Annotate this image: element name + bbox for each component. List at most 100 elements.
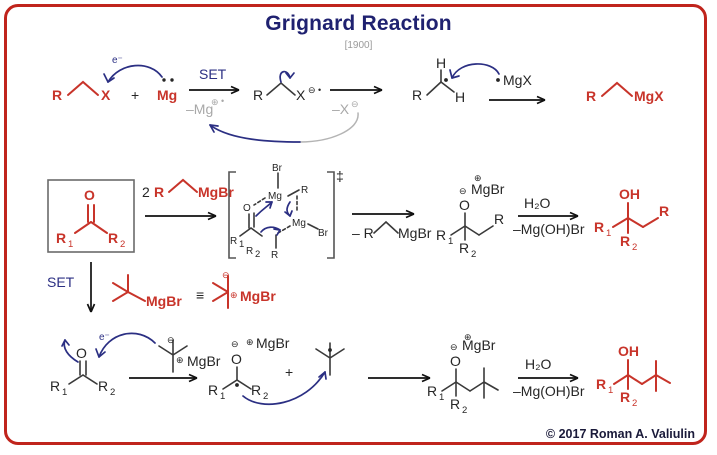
row3-tBuMgBr-label: MgBr [146, 293, 182, 309]
row4-carbanion-charge: ⊖ [167, 335, 175, 345]
row4-alkoxide-minuscharge: ⊖ [450, 342, 458, 352]
row4-alkoxide-pluscharge: ⊕ [464, 332, 472, 342]
ts-R1: R [230, 236, 237, 247]
row4-ketyl-pluscharge: ⊕ [246, 337, 254, 347]
poster-border [4, 4, 707, 445]
ts-Br-bottom: Br [318, 228, 329, 239]
row1-int1-R: R [253, 87, 263, 103]
row4-tbu-radical-dot [328, 348, 332, 352]
row2-R1-sub: 1 [68, 239, 73, 250]
row2-R2-sub: 2 [120, 239, 125, 250]
row1-carbon-radical-dot [444, 78, 448, 82]
row4-ketyl-MgBr: MgBr [256, 335, 290, 351]
row2-alkoxide-R2: R [459, 240, 469, 256]
row1-int1-charge: ⊖ [308, 85, 316, 95]
row2-alkoxide-minuscharge: ⊖ [459, 186, 467, 196]
row3-ionic-MgBr: MgBr [240, 288, 276, 304]
row4-R1-sub: 1 [62, 387, 67, 398]
row1-int2-R: R [412, 87, 422, 103]
ts-R1-sub: 1 [239, 239, 244, 250]
row4-ketyl-R1sub: 1 [220, 391, 225, 402]
row2-workup-reagent: H₂O [524, 195, 551, 211]
row4-alkoxide-R2sub: 2 [462, 405, 467, 416]
ts-Mg-bottom: Mg [292, 218, 306, 229]
row2-loss-label: – R [352, 225, 374, 241]
mgx-radical-dot [496, 78, 500, 82]
row4-R2-label: R [98, 378, 108, 394]
row1-MgX-reagent: MgX [503, 72, 532, 88]
mg-lone-pair-dot-1 [162, 78, 166, 82]
row2-alkoxide-pluscharge: ⊕ [474, 173, 482, 183]
ts-bracket-left [228, 171, 236, 259]
row2-reagent-R: R [154, 184, 164, 200]
row2-workup-byproduct: –Mg(OH)Br [513, 221, 585, 237]
row2-product-R1: R [594, 219, 604, 235]
substrate-box [47, 179, 135, 253]
ts-Br-top: Br [272, 163, 283, 174]
ts-R2-sub: 2 [255, 249, 260, 260]
ts-bracket-right [327, 171, 335, 259]
row2-alkoxide-R: R [494, 211, 504, 227]
copyright-notice: © 2017 Roman A. Valiulin [545, 427, 695, 441]
row2-alkoxide-O: O [459, 197, 470, 213]
row3-carbanion-charge: ⊖ [222, 270, 230, 280]
row4-workup-byproduct: –Mg(OH)Br [513, 383, 585, 399]
row1-int2-H-top: H [436, 55, 446, 71]
ts-R2: R [246, 246, 253, 257]
row1-Mg-label: Mg [157, 87, 177, 103]
row2-alkoxide-R1sub: 1 [448, 236, 453, 247]
row4-R2-sub: 2 [110, 387, 115, 398]
row2-alkoxide-R2sub: 2 [471, 249, 476, 260]
row2-product-R2: R [620, 233, 630, 249]
row4-ketyl-radical-dot [235, 383, 239, 387]
row2-R1-label: R [56, 230, 66, 246]
row4-workup-reagent: H₂O [525, 356, 552, 372]
row4-alkoxide-MgBr: MgBr [462, 337, 496, 353]
row4-alkoxide-O: O [450, 353, 461, 369]
row2-loss-MgBr: MgBr [398, 225, 432, 241]
row4-alkoxide-R1: R [427, 383, 437, 399]
row4-product-R1sub: 1 [608, 385, 613, 396]
row2-product-R2sub: 2 [632, 242, 637, 253]
row2-alkoxide-MgBr: MgBr [471, 181, 505, 197]
ts-R-top: R [301, 185, 308, 196]
set-label-row1: SET [199, 66, 227, 82]
row4-reagent-MgBr: MgBr [187, 353, 221, 369]
row4-alkoxide-R1sub: 1 [439, 392, 444, 403]
equivalence-symbol: ≡ [196, 287, 204, 303]
row4-ketyl-R1: R [208, 382, 218, 398]
row3-set-label: SET [47, 274, 75, 290]
row4-alkoxide-R2: R [450, 396, 460, 412]
page-title: Grignard Reaction [265, 12, 452, 35]
row1-mg-loss-radical: • [221, 96, 224, 106]
row1-product-R: R [586, 88, 596, 104]
electron-label-row4: e⁻ [99, 332, 110, 343]
row4-ketyl-R2sub: 2 [263, 391, 268, 402]
row1-scheme: R X + Mg e⁻ SET –Mg ⊕ • R X ⊖ • [52, 55, 664, 143]
ts-O-label: O [243, 203, 251, 214]
row1-R-label: R [52, 87, 62, 103]
electron-label-row1: e⁻ [112, 55, 123, 66]
ts-R-bottom: R [271, 250, 278, 261]
row2-product-R: R [659, 203, 669, 219]
row1-plus: + [131, 87, 139, 103]
row4-R1-label: R [50, 378, 60, 394]
row2-equivalents: 2 [142, 184, 150, 200]
row1-x-loss-charge: ⊖ [351, 99, 359, 109]
row1-int1-radical: • [318, 85, 321, 95]
row1-X-label: X [101, 87, 111, 103]
row4-product-R2: R [620, 389, 630, 405]
row4-ketyl-O: O [231, 351, 242, 367]
ts-Mg-top: Mg [268, 191, 282, 202]
row4-scheme: O R 1 R 2 e⁻ ⊖ ⊕ MgBr ⊕ ⊖ MgBr [50, 332, 671, 416]
row4-ketyl-minuscharge: ⊖ [231, 339, 239, 349]
row3-set-branch: SET MgBr ≡ ⊖ ⊕ MgBr [47, 262, 276, 313]
row1-mg-loss-charge: ⊕ [211, 97, 219, 107]
row2-product-OH: OH [619, 186, 640, 202]
row4-product-R2sub: 2 [632, 398, 637, 409]
row1-mg-loss-label: –Mg [186, 101, 213, 117]
row2-O-label: O [84, 187, 95, 203]
row2-R2-label: R [108, 230, 118, 246]
